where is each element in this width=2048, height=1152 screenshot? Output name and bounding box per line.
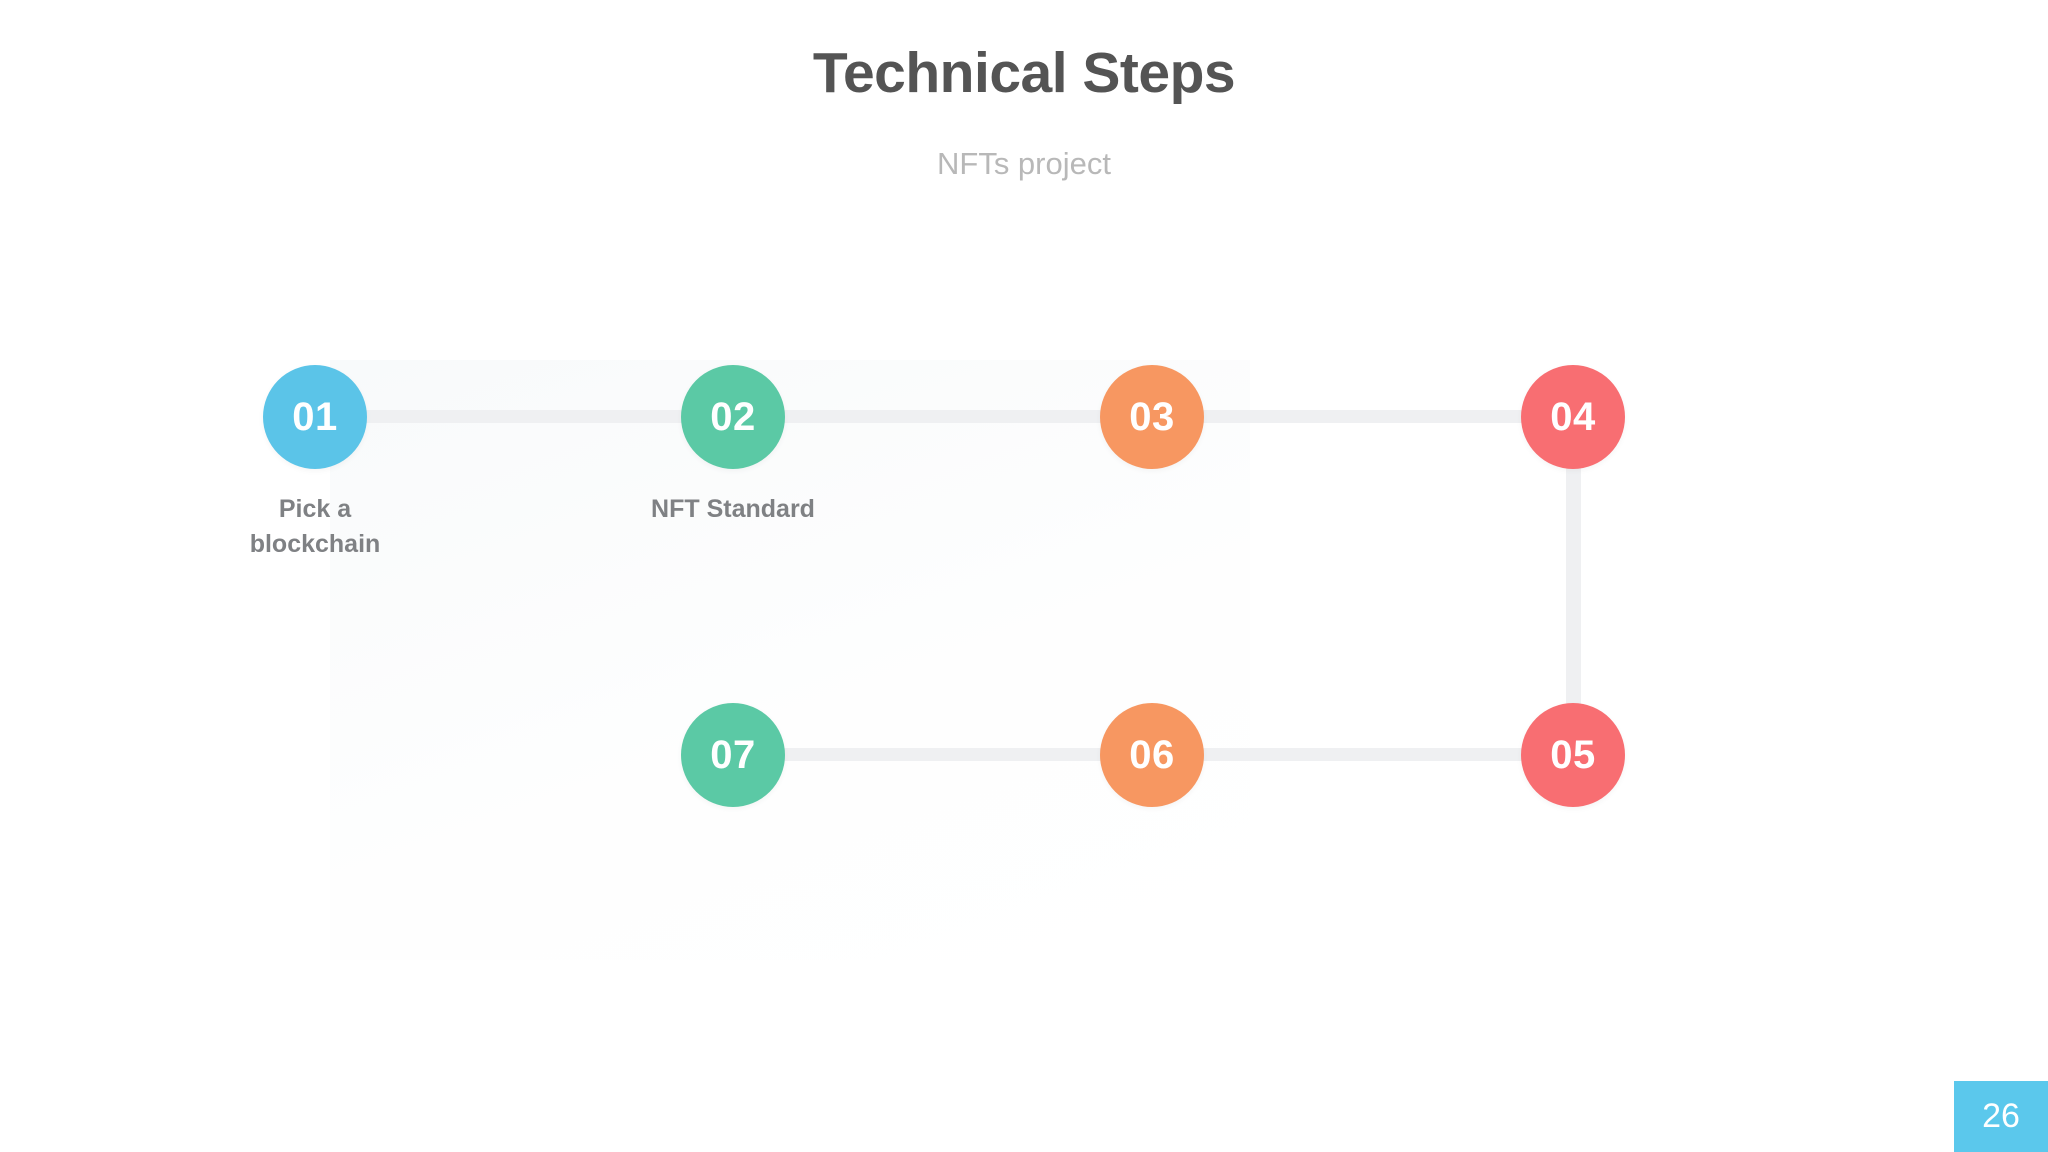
page-number-badge: 26 <box>1954 1081 2048 1152</box>
step-caption-01-line1: Pick a <box>278 495 352 523</box>
connector-06-07 <box>740 748 1190 761</box>
step-circle-07[interactable]: 07 <box>681 703 785 807</box>
connector-03-04 <box>1120 410 1610 423</box>
page-title: Technical Steps <box>812 41 1236 105</box>
step-circle-04[interactable]: 04 <box>1521 365 1625 469</box>
connector-01-02 <box>350 410 770 423</box>
step-circle-02[interactable]: 02 <box>681 365 785 469</box>
step-circle-06[interactable]: 06 <box>1100 703 1204 807</box>
step-circle-05[interactable]: 05 <box>1521 703 1625 807</box>
step-caption-02: NFT Standard <box>583 492 883 527</box>
connector-04-05 <box>1566 450 1581 740</box>
connector-05-06 <box>1120 748 1610 761</box>
step-caption-01: Pick a blockchain <box>165 492 465 561</box>
step-caption-01-line2: blockchain <box>249 529 381 558</box>
step-circle-01[interactable]: 01 <box>263 365 367 469</box>
step-circle-03[interactable]: 03 <box>1100 365 1204 469</box>
page-subtitle: NFTs project <box>937 146 1111 181</box>
connector-02-03 <box>700 410 1190 423</box>
step-caption-02-line1: NFT Standard <box>651 495 815 523</box>
